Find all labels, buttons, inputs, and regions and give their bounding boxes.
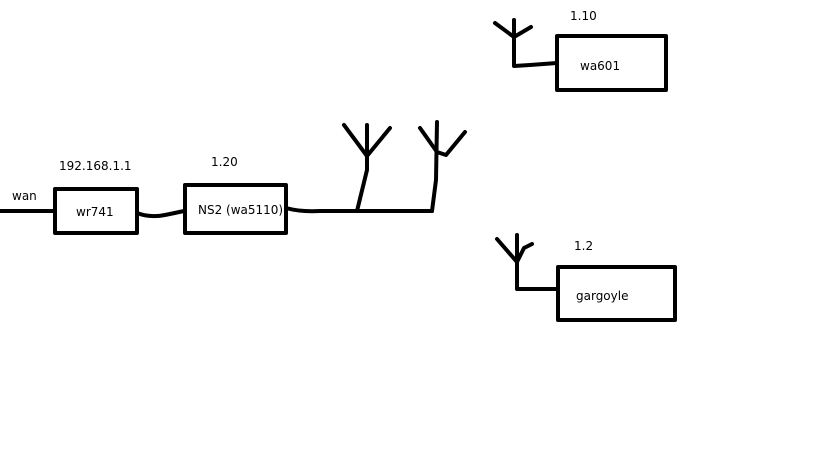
antenna-icon bbox=[495, 233, 560, 291]
ap-name: NS2 (wa5110) bbox=[198, 203, 283, 217]
client2-box bbox=[556, 265, 677, 322]
client1-ip: 1.10 bbox=[570, 9, 597, 23]
router-box bbox=[53, 187, 139, 235]
client1-name: wa601 bbox=[580, 59, 620, 73]
router-ip: 192.168.1.1 bbox=[59, 159, 132, 173]
antenna-icon bbox=[418, 120, 467, 213]
client2-ip: 1.2 bbox=[574, 239, 593, 253]
router-ap-link bbox=[135, 209, 186, 219]
client2-name: gargoyle bbox=[576, 289, 628, 303]
wan-label: wan bbox=[12, 189, 37, 203]
antenna-icon bbox=[493, 18, 559, 68]
antenna-icon bbox=[342, 123, 392, 213]
ap-ip: 1.20 bbox=[211, 155, 238, 169]
router-name: wr741 bbox=[76, 205, 114, 219]
ap-antenna-cable bbox=[284, 206, 434, 214]
